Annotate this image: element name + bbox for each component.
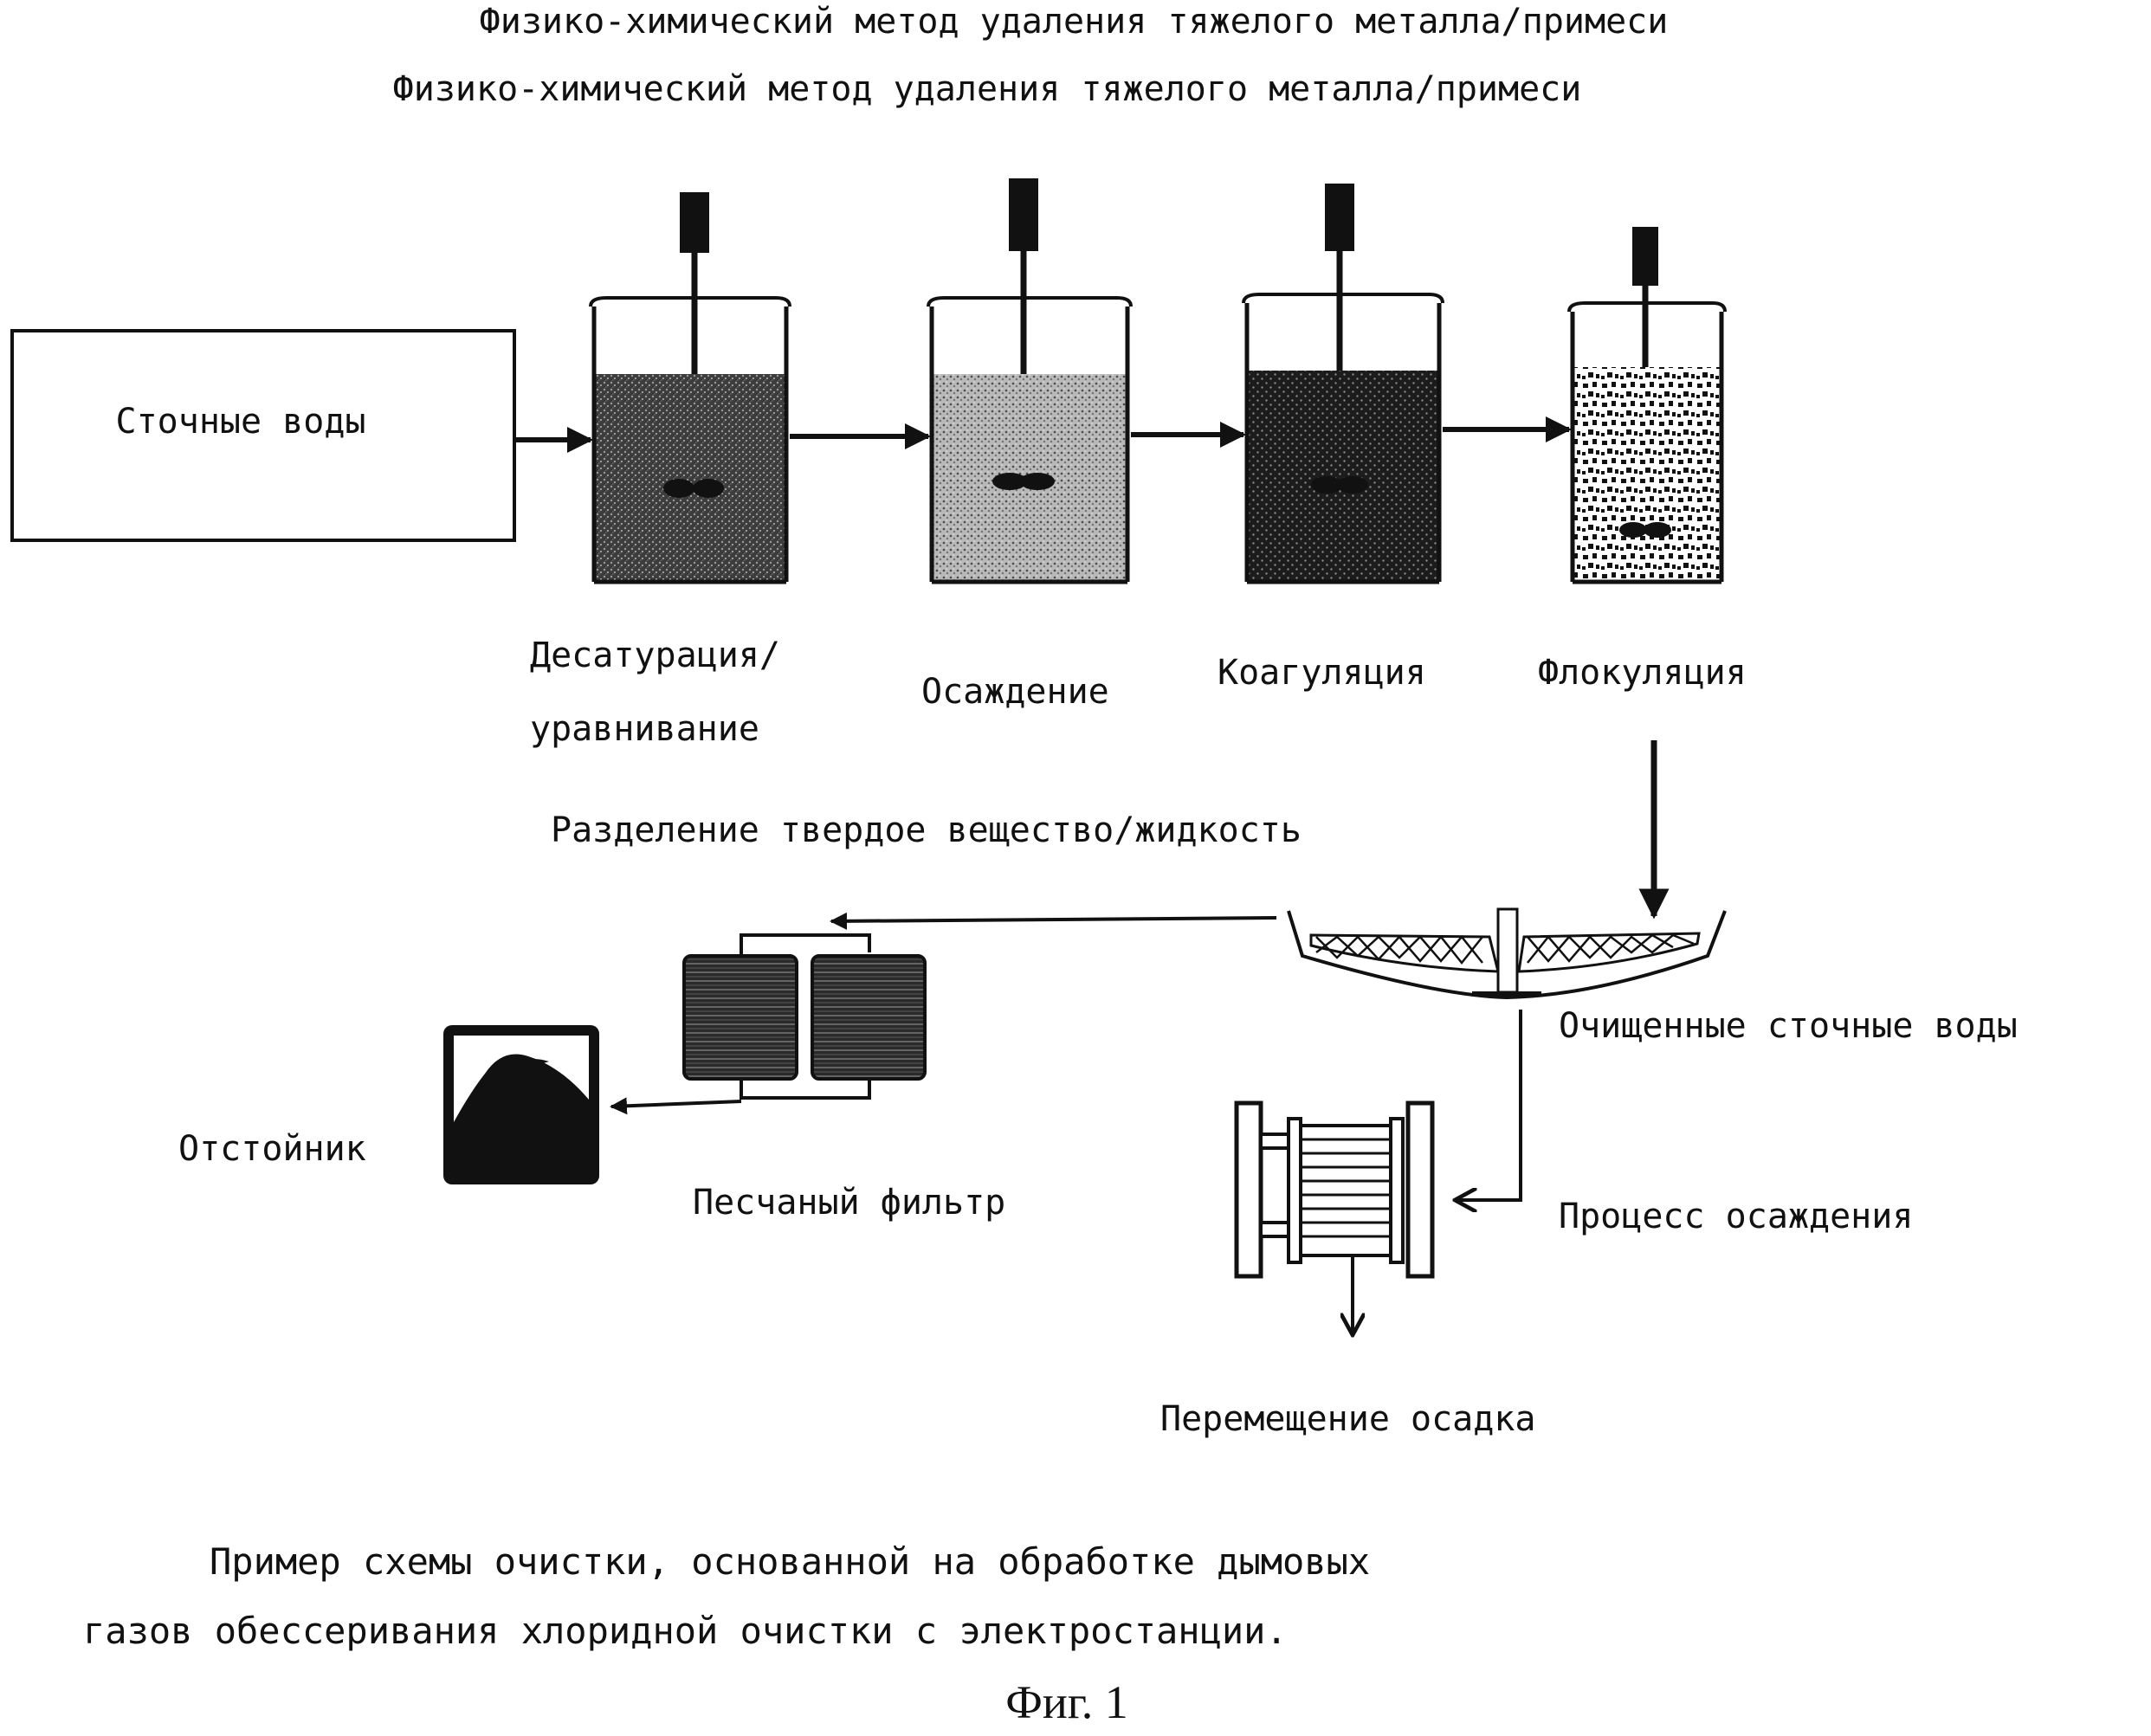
treated-water-label: Очищенные сточные воды	[1559, 1006, 2018, 1046]
sludge-transfer-label: Перемещение осадка	[1160, 1399, 1535, 1439]
clarifier	[1287, 907, 1727, 1000]
title-line-1: Физико-химический метод удаления тяжелог…	[480, 2, 1669, 42]
caption-line-2: газов обессеривания хлоридной очистки с …	[83, 1610, 1288, 1652]
precipitation-label: Осаждение	[921, 672, 1109, 712]
figure-label: Фиг. 1	[1005, 1676, 1128, 1728]
sand-filter-label: Песчаный фильтр	[693, 1183, 1005, 1223]
settling-tank: Отстойник	[178, 1025, 599, 1184]
desaturation-label-line-2: уравнивание	[530, 709, 759, 749]
line-clarifier-to-press	[1455, 1010, 1522, 1200]
wastewater-label: Сточные воды	[116, 402, 366, 442]
flocculation-label: Флокуляция	[1538, 653, 1747, 693]
tank-precipitation: Осаждение	[921, 178, 1133, 712]
separation-label: Разделение твердое вещество/жидкость	[551, 810, 1302, 850]
tank-coagulation: Коагуляция	[1218, 184, 1444, 693]
arrow-clarifier-to-filter	[830, 912, 1277, 930]
coagulation-label: Коагуляция	[1218, 653, 1426, 693]
filter-press: Процесс осаждения Перемещение осадка	[1160, 1100, 1913, 1439]
title-line-2: Физико-химический метод удаления тяжелог…	[393, 69, 1582, 109]
tank-flocculation: Флокуляция	[1538, 227, 1747, 693]
sediment-process-label: Процесс осаждения	[1559, 1197, 1913, 1236]
arrow-filter-to-settling-tank	[610, 1097, 742, 1115]
tank-desaturation: Десатурация/ уравнивание	[530, 192, 791, 749]
sand-filter: Песчаный фильтр	[682, 933, 1005, 1223]
settling-tank-label: Отстойник	[178, 1129, 366, 1169]
desaturation-label-line-1: Десатурация/	[530, 636, 780, 675]
wastewater-box: Сточные воды	[10, 329, 516, 542]
caption-line-1: Пример схемы очистки, основанной на обра…	[210, 1540, 1370, 1583]
